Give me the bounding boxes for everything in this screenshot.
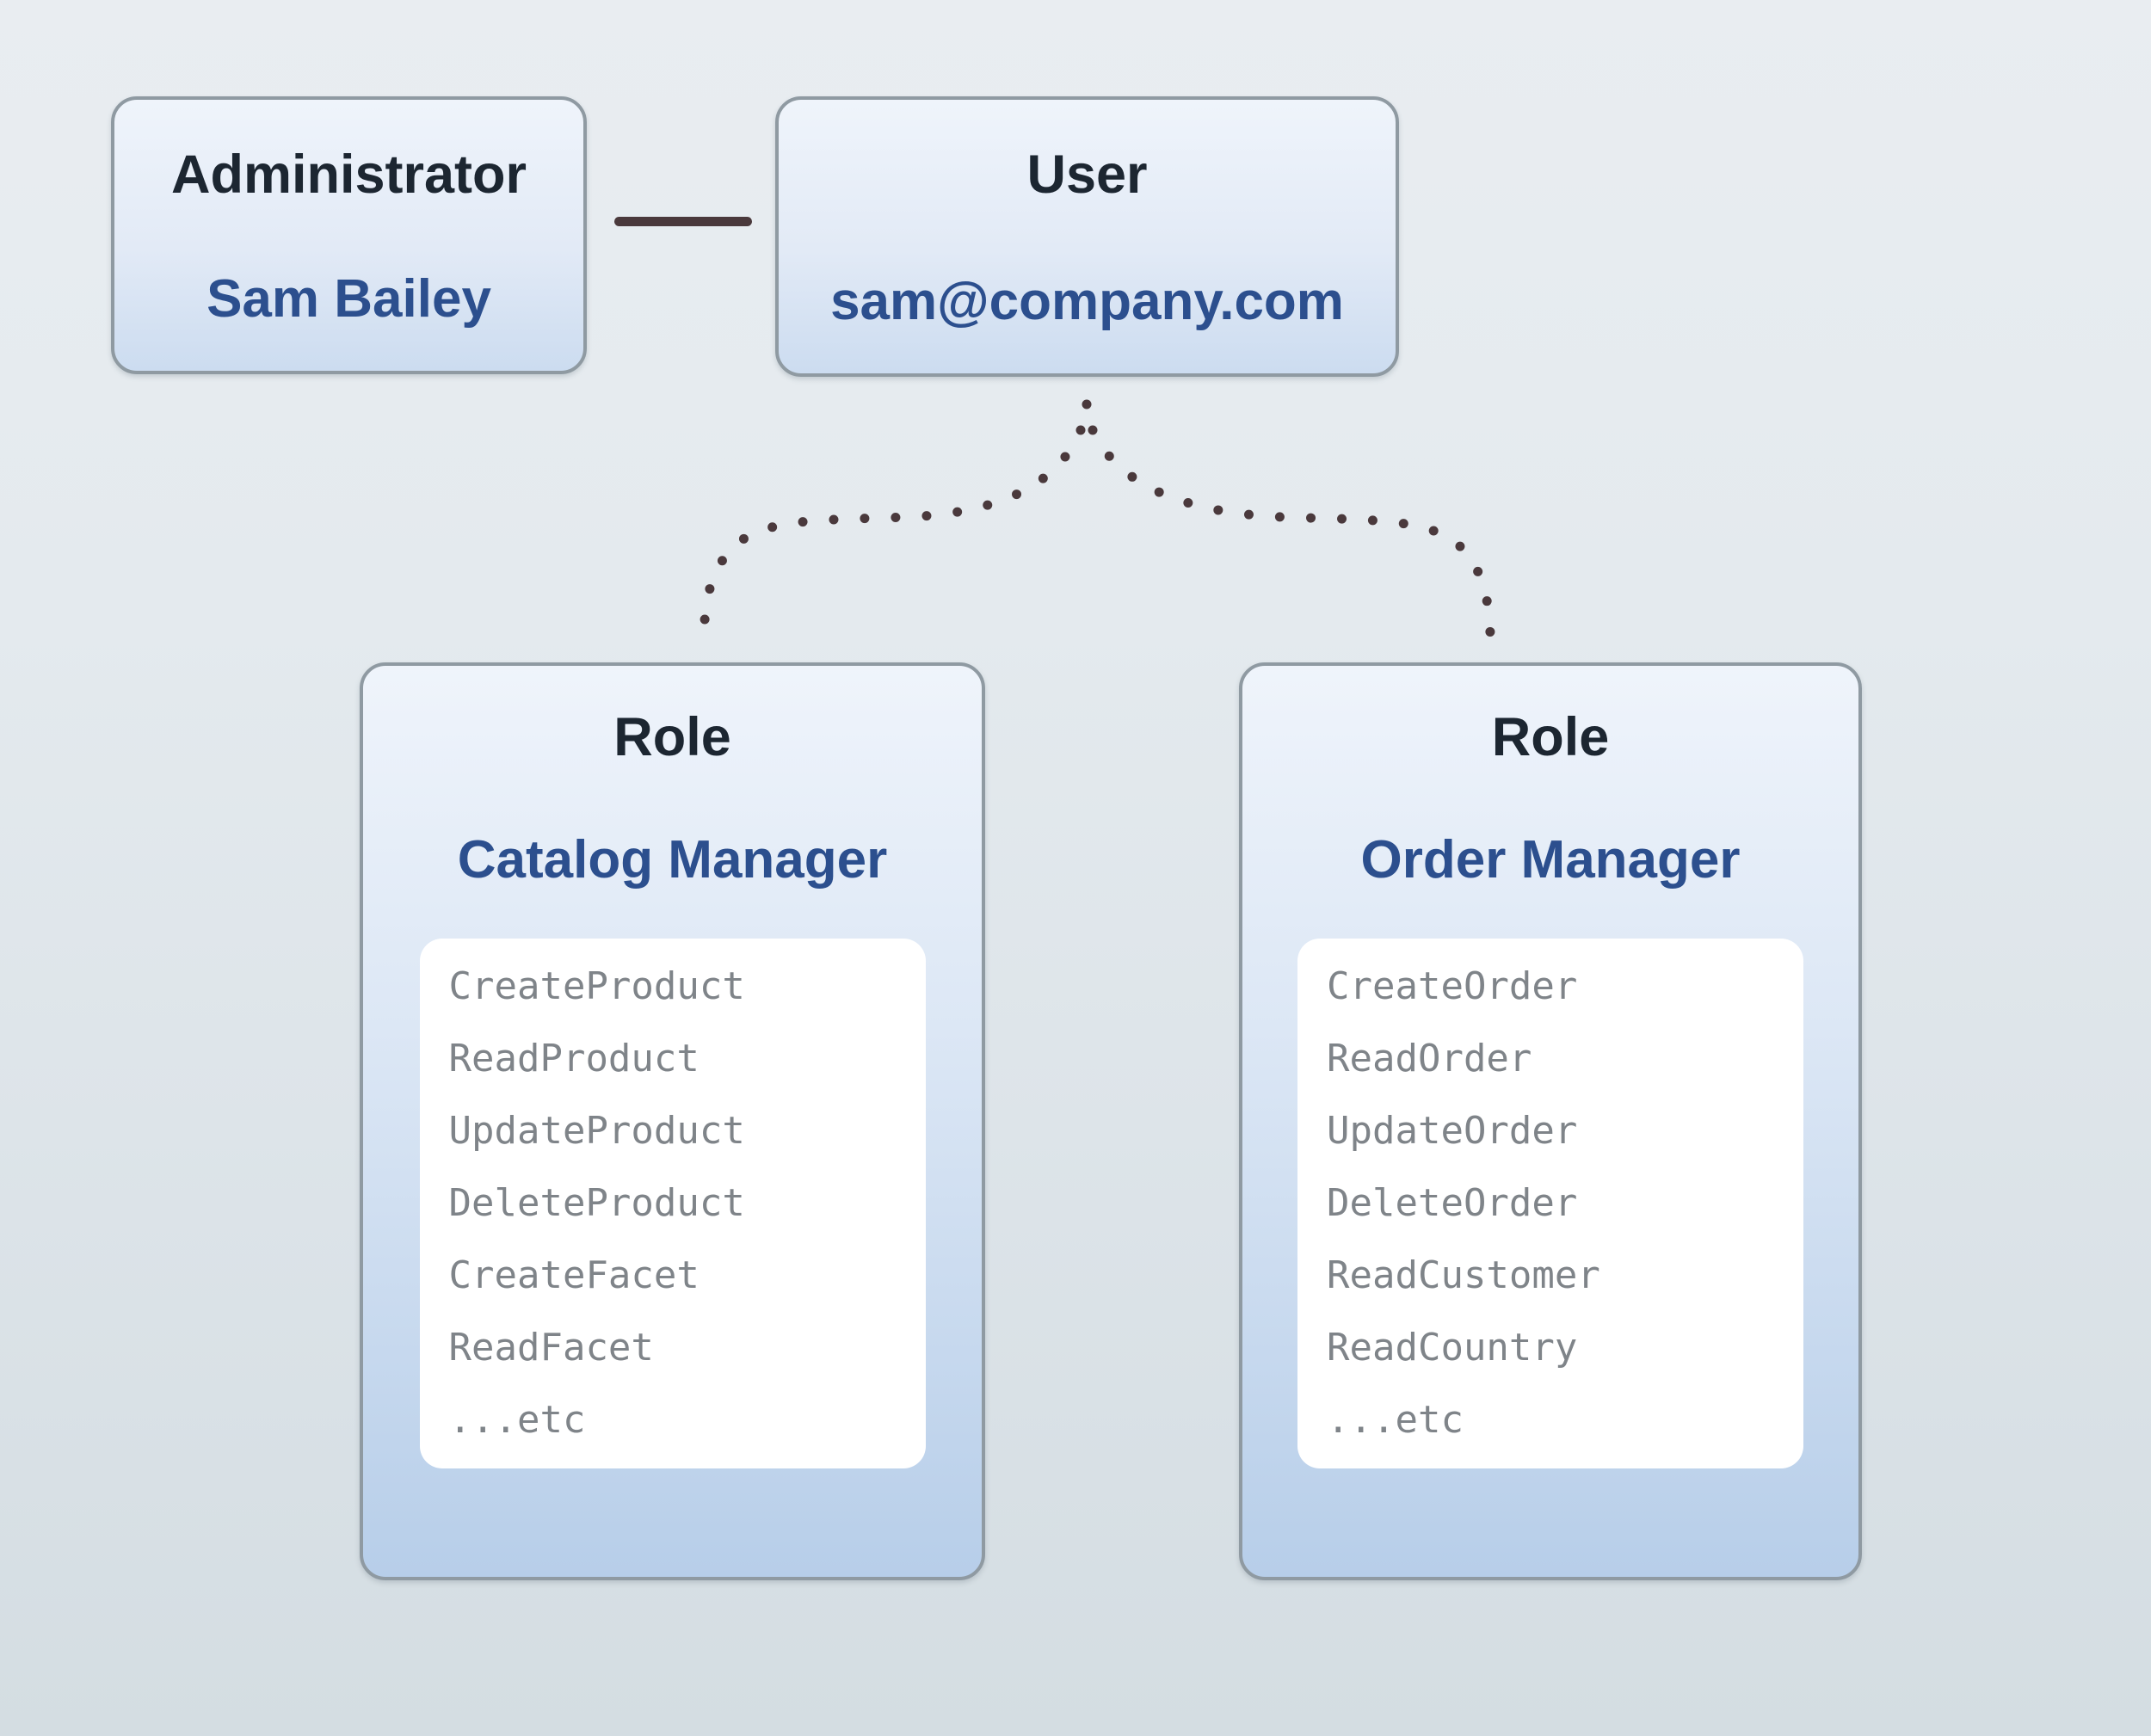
permission-item: ReadCustomer bbox=[1327, 1253, 1600, 1297]
permission-item: UpdateProduct bbox=[448, 1109, 745, 1153]
role-card-title: Role bbox=[1491, 707, 1610, 767]
permission-item: ...etc bbox=[1327, 1398, 1464, 1442]
catalog-manager-role-card: Role Catalog Manager CreateProduct ReadP… bbox=[360, 662, 985, 1580]
connector-user-to-order-role bbox=[1088, 425, 1495, 638]
permission-item: CreateOrder bbox=[1327, 964, 1578, 1008]
permission-item: UpdateOrder bbox=[1327, 1109, 1578, 1153]
permission-item: ReadProduct bbox=[448, 1037, 700, 1080]
administrator-card: Administrator Sam Bailey bbox=[111, 96, 587, 374]
permission-item: CreateFacet bbox=[448, 1253, 700, 1297]
admin-user-connector-line bbox=[614, 217, 752, 226]
permission-item: DeleteProduct bbox=[448, 1181, 745, 1225]
role-card-title: Role bbox=[613, 707, 731, 767]
connector-start-dot bbox=[1082, 399, 1092, 409]
connector-user-to-catalog-role bbox=[699, 425, 1086, 638]
user-card-title: User bbox=[1026, 145, 1148, 205]
administrator-name: Sam Bailey bbox=[206, 269, 491, 329]
catalog-permissions-panel: CreateProduct ReadProduct UpdateProduct … bbox=[419, 939, 926, 1468]
permission-item: ReadFacet bbox=[448, 1326, 654, 1370]
order-manager-role-card: Role Order Manager CreateOrder ReadOrder… bbox=[1239, 662, 1862, 1580]
administrator-card-title: Administrator bbox=[170, 145, 527, 205]
permission-item: ReadOrder bbox=[1327, 1037, 1532, 1080]
permission-item: ...etc bbox=[448, 1398, 586, 1442]
role-name: Order Manager bbox=[1360, 830, 1741, 890]
user-card: User sam@company.com bbox=[775, 96, 1399, 377]
permission-item: ReadCountry bbox=[1327, 1326, 1578, 1370]
user-email: sam@company.com bbox=[830, 272, 1344, 331]
permission-item: CreateProduct bbox=[448, 964, 745, 1008]
role-name: Catalog Manager bbox=[457, 830, 888, 890]
order-permissions-panel: CreateOrder ReadOrder UpdateOrder Delete… bbox=[1297, 939, 1803, 1468]
permission-item: DeleteOrder bbox=[1327, 1181, 1578, 1225]
